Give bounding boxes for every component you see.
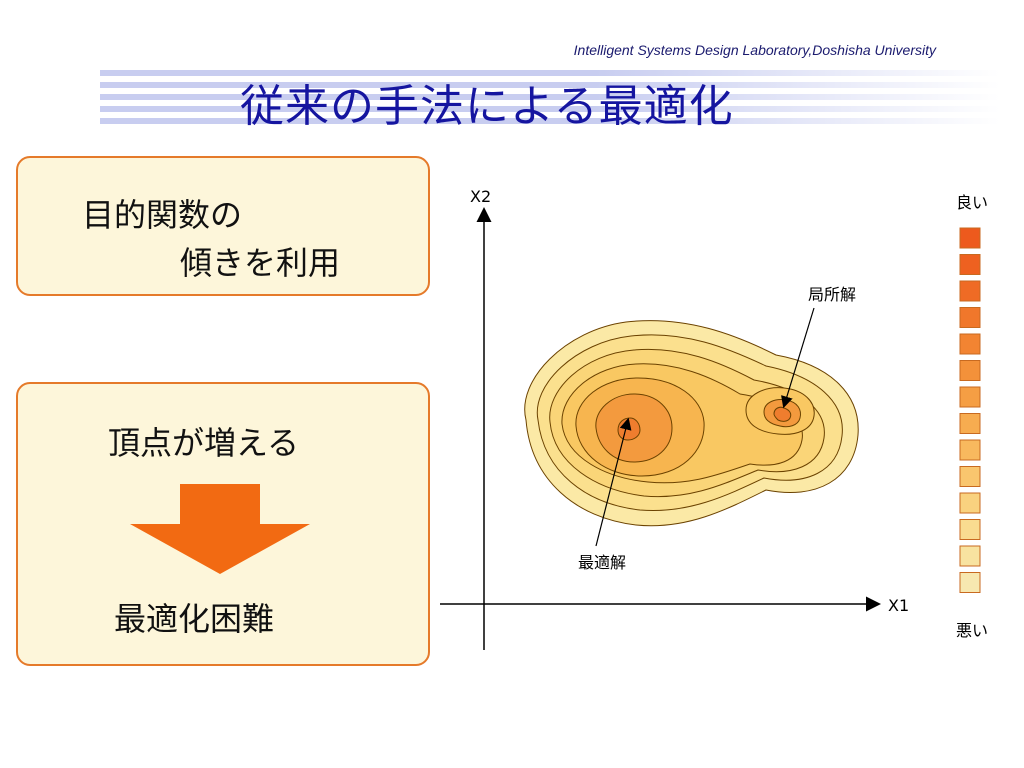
legend-swatch bbox=[959, 545, 981, 567]
box2-top-text: 頂点が増える bbox=[108, 424, 300, 462]
contour-ring bbox=[773, 406, 792, 422]
y-axis-label: X2 bbox=[470, 187, 491, 206]
legend-bad-label: 悪い bbox=[956, 621, 988, 640]
global-optimum-label: 最適解 bbox=[578, 553, 626, 572]
legend-swatch bbox=[959, 333, 981, 355]
gradient-method-box: 目的関数の 傾きを利用 bbox=[16, 156, 430, 296]
legend-scale bbox=[959, 227, 981, 593]
down-arrow-icon bbox=[130, 484, 310, 574]
lab-header: Intelligent Systems Design Laboratory,Do… bbox=[573, 42, 936, 58]
x-axis-label: X1 bbox=[888, 596, 909, 615]
legend-swatch bbox=[959, 466, 981, 487]
box1-line2: 傾きを利用 bbox=[180, 244, 341, 282]
legend-swatch bbox=[959, 254, 981, 275]
box2-bottom-text: 最適化困難 bbox=[114, 600, 275, 638]
legend-good-label: 良い bbox=[956, 193, 988, 212]
legend-swatch bbox=[959, 492, 981, 514]
title-decoration bbox=[100, 68, 1000, 128]
contour-rings bbox=[524, 320, 859, 527]
contour-diagram: X1 X2 局所解 最適解 良い 悪い bbox=[440, 187, 988, 650]
legend-swatch bbox=[959, 280, 981, 302]
contour-ring bbox=[617, 417, 641, 441]
legend-swatch bbox=[959, 360, 981, 381]
legend-swatch bbox=[959, 386, 981, 408]
legend-swatch bbox=[959, 439, 981, 461]
legend-swatch bbox=[959, 307, 981, 328]
legend-swatch bbox=[959, 227, 981, 249]
legend-swatch bbox=[959, 572, 981, 593]
page-title: 従来の手法による最適化 bbox=[240, 81, 734, 132]
local-pointer bbox=[781, 307, 815, 409]
global-pointer bbox=[595, 417, 632, 547]
legend-swatch bbox=[959, 413, 981, 434]
local-optimum-label: 局所解 bbox=[808, 285, 856, 304]
legend-swatch bbox=[959, 519, 981, 540]
box1-line1: 目的関数の bbox=[82, 196, 243, 234]
